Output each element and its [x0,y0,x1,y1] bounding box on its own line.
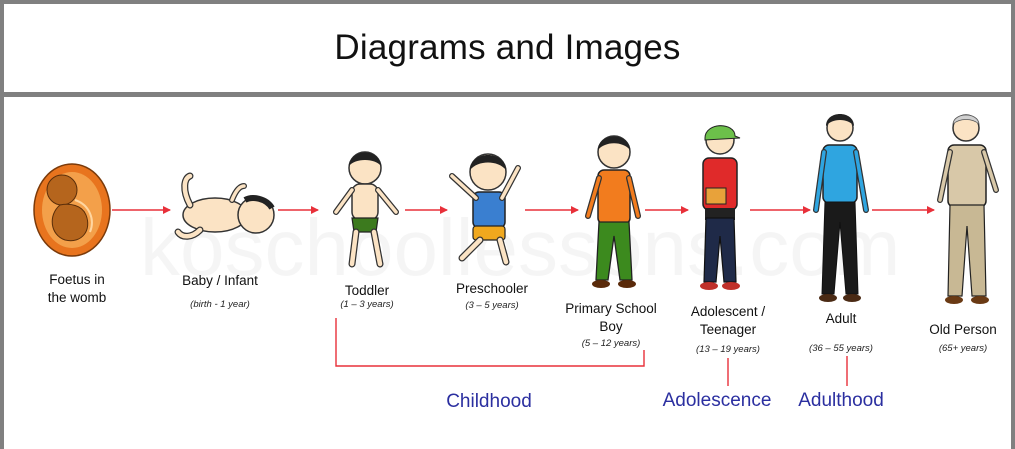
stage-label: Toddler [345,283,390,298]
foetus-illustration [33,163,111,257]
stage-label: Preschooler [456,281,529,296]
stage-age-range: (65+ years) [939,343,987,354]
stage-label: Teenager [700,322,757,337]
title-bar: Diagrams and Images [4,4,1011,97]
primary-school-boy-illustration [585,135,641,288]
stage-label: Primary School [565,301,657,316]
adolescence-label: Adolescence [663,390,772,411]
stage-label: Adolescent / [691,304,766,319]
group-brackets [335,318,848,386]
stage-age-range: (5 – 12 years) [582,338,641,349]
group-labels: Childhood Adolescence Adulthood [446,390,884,412]
adult-illustration [813,114,869,302]
teenager-illustration [700,125,741,290]
page-title: Diagrams and Images [334,28,681,67]
stage-age-range: (36 – 55 years) [809,343,873,354]
stage-age-range: (13 – 19 years) [696,344,760,355]
preschooler-illustration [449,153,521,266]
baby-illustration [174,172,275,240]
stage-label: the womb [48,290,107,305]
childhood-label: Childhood [446,391,532,412]
stage-age-range: (3 – 5 years) [465,300,518,311]
stage-label: Adult [826,311,857,326]
old-person-illustration [937,114,999,304]
toddler-illustration [333,151,399,268]
stage-label: Old Person [929,322,997,337]
stage-age-range: (1 – 3 years) [340,299,393,310]
adulthood-label: Adulthood [798,390,884,411]
childhood-bracket [335,318,645,367]
stage-label: Baby / Infant [182,273,258,288]
stage-label: Boy [599,319,623,334]
stage-label: Foetus in [49,272,105,287]
stage-labels: Foetus in the womb Baby / Infant (birth … [48,272,997,355]
stage-age-range: (birth - 1 year) [190,299,250,310]
